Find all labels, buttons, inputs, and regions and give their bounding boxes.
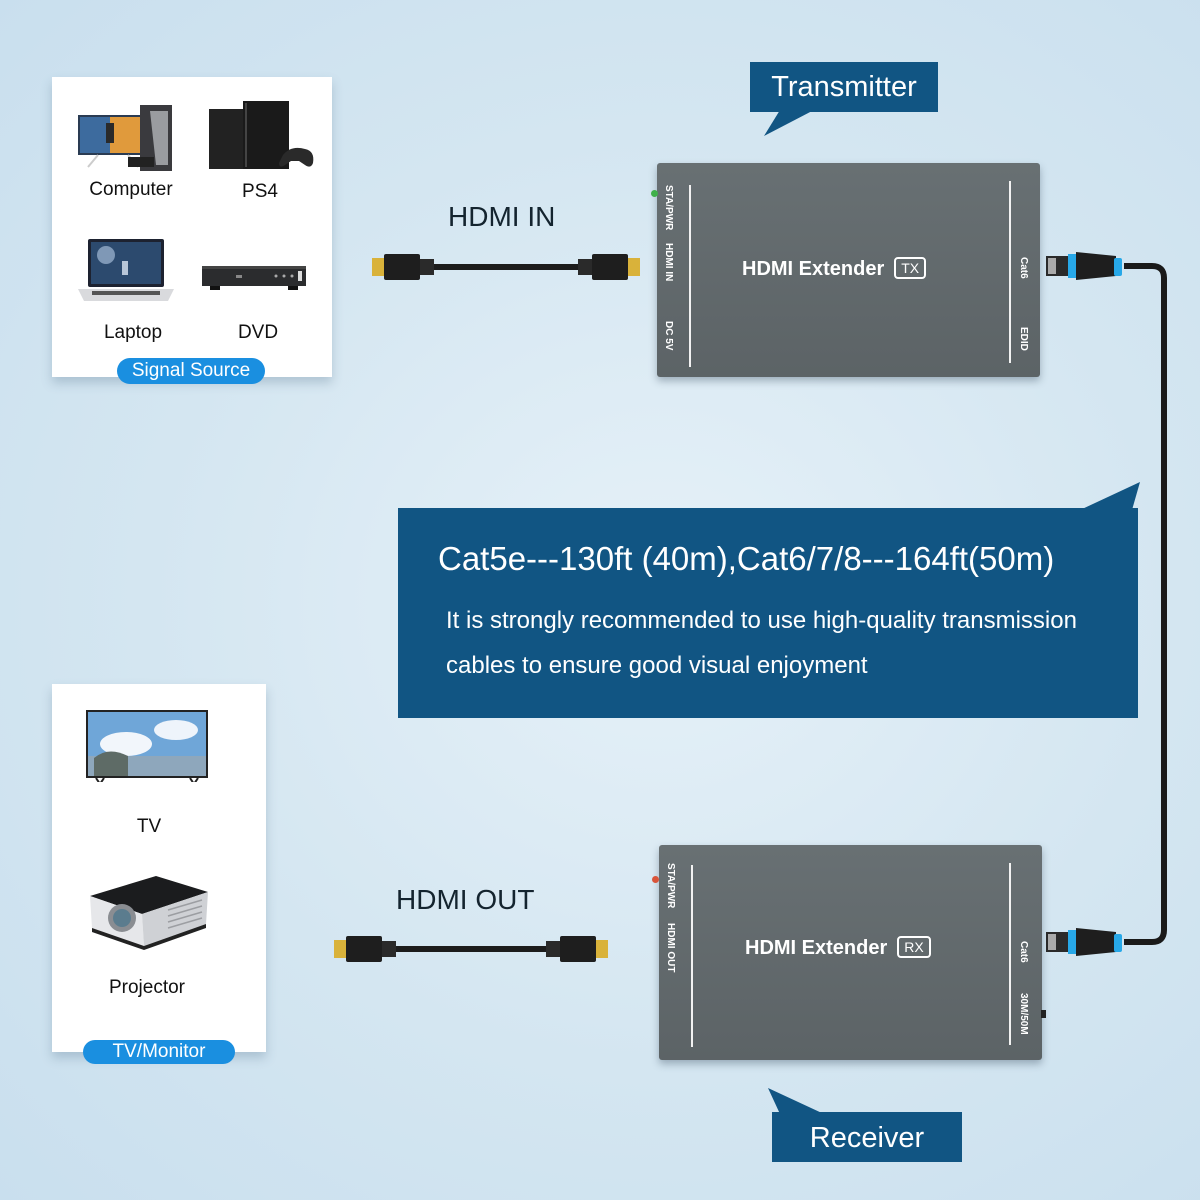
divider-line (689, 185, 691, 367)
transmitter-callout-tail (764, 110, 814, 136)
device-label-tv: TV (136, 816, 162, 837)
hdmi-out-label: HDMI OUT (396, 884, 535, 915)
tx-badge: TX (894, 257, 927, 279)
cable-length-headline: Cat5e---130ft (40m),Cat6/7/8---164ft(50m… (438, 540, 1055, 577)
mode-switch-icon (1041, 1010, 1046, 1018)
display-badge: TV/Monitor (83, 1040, 235, 1064)
ps4-console-icon (209, 101, 314, 169)
receiver-title: HDMI Extender RX (745, 936, 931, 960)
port-label-sta-pwr: STA/PWR (663, 185, 674, 231)
info-box-tail (1080, 482, 1140, 510)
display-card: TV Projector (52, 684, 266, 1052)
port-label-sta-pwr: STA/PWR (665, 863, 676, 909)
port-label-cat6: Cat6 (1018, 941, 1029, 963)
port-label-30m-50m: 30M/50M (1018, 993, 1029, 1035)
transmitter-callout-label: Transmitter (771, 71, 917, 103)
hdmi-in-cable-icon (372, 254, 640, 280)
receiver-title-text: HDMI Extender (745, 937, 888, 959)
transmitter-title: HDMI Extender TX (742, 257, 927, 281)
ethernet-cable-icon (1046, 252, 1167, 956)
recommendation-line-2: cables to ensure good visual enjoyment (446, 652, 868, 679)
signal-source-card: Computer PS4 Laptop DVD (52, 77, 332, 377)
receiver-callout: Receiver (772, 1112, 962, 1162)
laptop-icon (78, 239, 174, 301)
divider-line (691, 865, 693, 1047)
device-label-projector: Projector (108, 977, 186, 998)
device-label-computer: Computer (89, 179, 173, 200)
receiver-callout-label: Receiver (809, 1122, 925, 1154)
port-label-dc-5v: DC 5V (663, 321, 674, 351)
rx-badge: RX (897, 936, 931, 958)
transmitter-callout: Transmitter (750, 62, 938, 112)
signal-source-badge: Signal Source (117, 358, 265, 384)
recommendation-line-1: It is strongly recommended to use high-q… (446, 607, 1077, 634)
port-label-edid: EDID (1018, 327, 1029, 351)
divider-line (1009, 863, 1011, 1045)
port-label-hdmi-in: HDMI IN (663, 243, 674, 282)
projector-icon (90, 876, 208, 950)
hdmi-out-cable-icon (334, 936, 608, 962)
transmitter-title-text: HDMI Extender (742, 258, 885, 280)
transmitter-device: STA/PWR HDMI IN DC 5V Cat6 EDID HDMI Ext… (657, 163, 1040, 377)
device-label-laptop: Laptop (103, 322, 163, 343)
status-led-icon (652, 876, 659, 883)
port-label-hdmi-out: HDMI OUT (665, 923, 676, 973)
tv-icon (86, 710, 208, 782)
computer-icon (78, 105, 172, 171)
receiver-callout-tail (768, 1088, 824, 1114)
receiver-device: STA/PWR HDMI OUT Cat6 30M/50M HDMI Exten… (659, 845, 1042, 1060)
recommendation-text: It is strongly recommended to use high-q… (446, 598, 1126, 688)
status-led-icon (651, 190, 658, 197)
cable-length-info-box: Cat5e---130ft (40m),Cat6/7/8---164ft(50m… (398, 508, 1138, 718)
dvd-player-icon (202, 266, 306, 290)
device-label-ps4: PS4 (242, 181, 278, 202)
hdmi-in-label: HDMI IN (448, 201, 556, 232)
port-label-cat6: Cat6 (1018, 257, 1029, 279)
device-label-dvd: DVD (237, 322, 279, 343)
divider-line (1009, 181, 1011, 363)
